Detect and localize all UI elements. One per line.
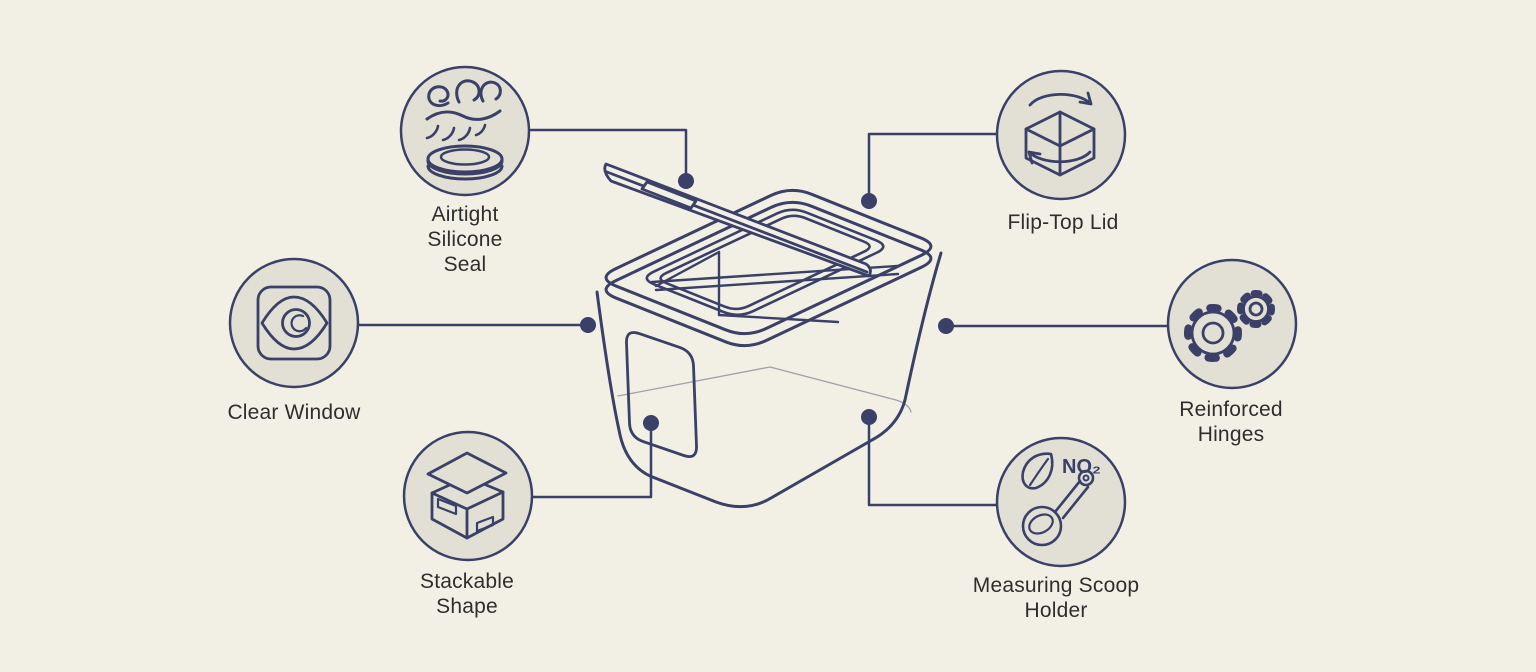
- scoop-handle-grip: [640, 180, 698, 210]
- connector-lines: [357, 128, 1170, 507]
- label-line: Silicone: [427, 228, 503, 251]
- gear-small-hole: [1248, 301, 1264, 317]
- label-line: Hinges: [1197, 423, 1265, 446]
- feature-badge-airtight-seal: [399, 65, 531, 197]
- feature-badge-stackable-shape: [402, 430, 534, 562]
- container-front-window: [625, 331, 698, 458]
- container-body: [595, 251, 943, 509]
- container-interior-faint-edge: [617, 366, 912, 413]
- label-measuring-scoop-holder: Measuring Scoop Holder: [973, 573, 1139, 623]
- container-opening-outer: [645, 208, 885, 317]
- dot-flip-top-lid: [861, 193, 877, 209]
- scoop-bowl: [1021, 505, 1063, 547]
- leaf: [1021, 452, 1054, 490]
- seal-ring-inner: [439, 148, 491, 166]
- label-line: Flip-Top Lid: [1007, 211, 1119, 234]
- eye-crescent: [290, 314, 308, 333]
- badge-circle: [995, 436, 1127, 568]
- label-clear-window: Clear Window: [227, 400, 360, 425]
- eye-pupil: [281, 308, 311, 338]
- scoop-leaf-icon: [1021, 452, 1095, 547]
- eye-window-icon: [256, 285, 332, 361]
- rotate-arrow-bottom: [1027, 150, 1092, 165]
- feature-badge-scoop-holder: NO₂: [995, 436, 1127, 568]
- feature-badge-reinforced-hinges: [1166, 258, 1298, 390]
- badge-circle: [402, 430, 534, 562]
- badge-circle: [399, 65, 531, 197]
- label-airtight-silicone-seal: Airtight Silicone Seal: [427, 202, 502, 277]
- leaf-vein: [1028, 457, 1050, 487]
- steam-seal-icon: [425, 79, 504, 181]
- feature-badge-clear-window: [228, 257, 360, 389]
- connector-scoop-holder: [867, 415, 998, 507]
- gear-large-teeth: [1184, 304, 1242, 362]
- scoop-handle: [603, 162, 872, 278]
- rotate-arrow-top: [1028, 91, 1093, 107]
- container-rim-band: [604, 200, 933, 348]
- container-illustration: [595, 162, 943, 509]
- box-lid: [426, 451, 508, 495]
- seal-ring-outer: [426, 144, 504, 174]
- gear-large-hole: [1201, 321, 1225, 345]
- scoop-hang-ring: [1077, 469, 1095, 487]
- gear-large-body: [1190, 310, 1236, 356]
- dot-reinforced-hinges: [938, 318, 954, 334]
- feature-badge-flip-top-lid: [995, 69, 1127, 201]
- label-line: Holder: [1024, 599, 1088, 622]
- gear-small-teeth: [1237, 290, 1275, 328]
- label-line: Stackable: [419, 570, 515, 593]
- label-line: Reinforced: [1179, 398, 1283, 421]
- dot-scoop-holder: [861, 409, 877, 425]
- scoop-bowl-opening: [1028, 513, 1054, 535]
- label-flip-top-lid: Flip-Top Lid: [1008, 210, 1119, 235]
- no2-label: NO₂: [1062, 456, 1101, 478]
- label-stackable-shape: Stackable Shape: [420, 569, 514, 619]
- label-line: Measuring Scoop: [972, 574, 1140, 597]
- rotating-cube-icon: [1024, 91, 1096, 177]
- connector-dots: [580, 173, 954, 431]
- label-line: Airtight: [431, 203, 499, 226]
- scoop-hang-hole: [1082, 474, 1090, 482]
- connector-stackable-shape: [530, 421, 653, 499]
- badge-circle: [228, 257, 360, 389]
- scoop-handle-lines: [1053, 479, 1090, 520]
- eye-outline: [260, 295, 329, 351]
- box-label-left: [436, 497, 458, 516]
- box-label-right: [475, 515, 495, 533]
- label-line: Clear Window: [227, 401, 361, 424]
- gears-icon: [1184, 290, 1275, 362]
- label-line: Seal: [443, 253, 487, 276]
- connector-airtight-seal: [529, 128, 688, 183]
- open-box-icon: [426, 451, 508, 540]
- label-reinforced-hinges: Reinforced Hinges: [1179, 397, 1283, 447]
- gear-small-body: [1242, 295, 1270, 323]
- connector-flip-top-lid: [867, 132, 998, 203]
- dot-stackable-shape: [643, 415, 659, 431]
- dot-airtight-seal: [678, 173, 694, 189]
- label-line: Shape: [436, 595, 498, 618]
- dot-clear-window: [580, 317, 596, 333]
